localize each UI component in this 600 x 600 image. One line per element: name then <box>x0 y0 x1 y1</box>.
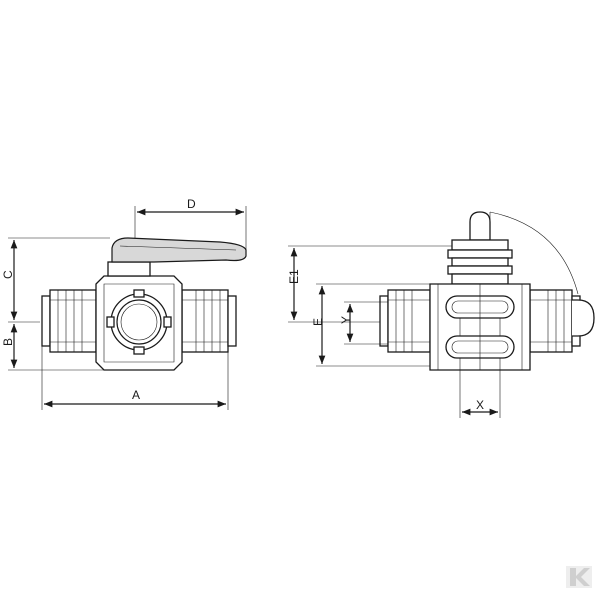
dimension-b: B <box>1 321 104 371</box>
side-left-coupling <box>379 289 431 353</box>
dimension-e-label: E <box>311 318 325 326</box>
dimension-e1-label: E1 <box>287 269 301 284</box>
dimension-d-label: D <box>187 197 196 211</box>
dimension-b-label: B <box>1 338 15 346</box>
handle-swing-arc <box>489 211 579 295</box>
dimension-x-label: X <box>476 398 484 412</box>
dimension-e: E <box>311 283 430 367</box>
valve-body <box>95 275 183 371</box>
dimension-a-label: A <box>132 388 140 402</box>
valve-side-view: E1 E Y X <box>287 211 595 418</box>
dimension-x: X <box>459 358 501 418</box>
dimension-d: D <box>134 197 247 250</box>
right-coupling <box>181 289 237 353</box>
dimension-e1: E1 <box>287 245 452 323</box>
brand-logo-icon <box>566 566 592 588</box>
dimension-a: A <box>41 346 229 410</box>
dimension-y: Y <box>339 301 388 345</box>
dimension-y-label: Y <box>339 316 353 324</box>
top-stem <box>447 211 513 285</box>
dimension-c: C <box>1 237 110 320</box>
side-valve-body <box>429 283 531 371</box>
handle-stem <box>107 261 151 277</box>
dimension-c-label: C <box>1 270 15 279</box>
side-handle-loop <box>572 299 595 337</box>
valve-front-view: C B A D <box>1 197 247 410</box>
left-coupling <box>41 289 97 353</box>
lever-handle <box>111 237 247 263</box>
